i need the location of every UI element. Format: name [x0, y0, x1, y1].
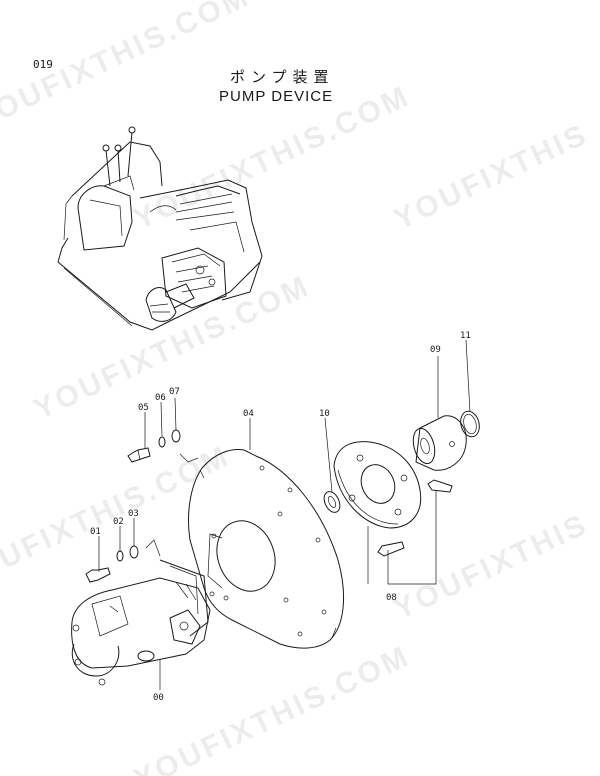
watermark-text: YOUFIXTHIS	[389, 118, 593, 237]
callout-00: 00	[153, 693, 164, 703]
callout-labels: 01 02 03 04 05 06 07 08 09 10 11 00	[90, 331, 471, 703]
oil-seal	[323, 491, 341, 513]
watermark-text: YOUFIXTHIS.COM	[129, 640, 415, 776]
callout-04: 04	[243, 409, 254, 419]
callout-05: 05	[138, 403, 149, 413]
snap-ring	[460, 410, 480, 438]
coupling-hub	[333, 441, 422, 529]
watermark-text: YOUFIXTHIS.COM	[29, 270, 315, 427]
housing-plate	[188, 449, 345, 649]
bolts	[127, 447, 453, 557]
watermark-text: YOUFIXTHIS.COM	[0, 0, 255, 136]
callout-01: 01	[90, 527, 101, 537]
callout-08: 08	[386, 593, 397, 603]
hydraulic-pump	[71, 559, 211, 686]
callout-09: 09	[430, 345, 441, 355]
watermark-text: YOUFIXTHIS	[389, 508, 593, 627]
callout-03: 03	[128, 509, 139, 519]
callout-11: 11	[460, 331, 471, 341]
coupling	[412, 415, 467, 471]
callout-10: 10	[319, 409, 330, 419]
bolt-01	[85, 567, 111, 583]
leader-lines	[98, 339, 471, 690]
callout-02: 02	[113, 517, 124, 527]
callout-06: 06	[155, 393, 166, 403]
page-title: PUMP DEVICE	[219, 88, 334, 105]
callout-07: 07	[169, 387, 180, 397]
watermark-text: YOUFIXTHIS.COM	[129, 80, 415, 237]
page-title-japanese: ポンプ装置	[230, 68, 335, 86]
machine-overview	[57, 126, 263, 331]
page-number: 019	[33, 58, 53, 71]
